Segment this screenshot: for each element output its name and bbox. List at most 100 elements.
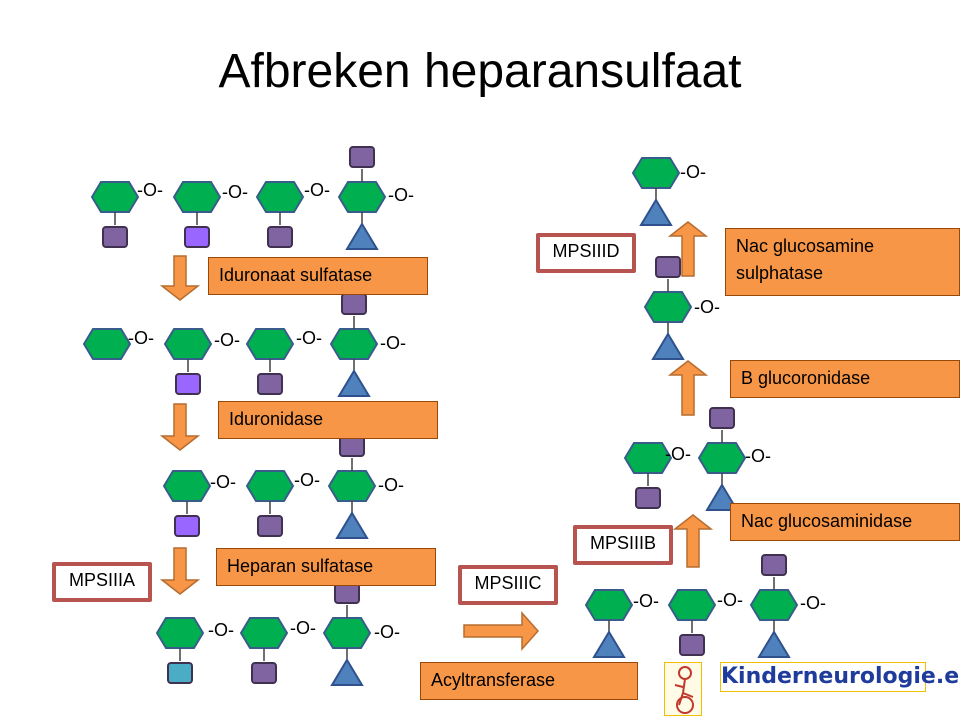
square-group-icon — [175, 373, 201, 395]
triangle-group-icon — [757, 630, 791, 658]
page-title: Afbreken heparansulfaat — [218, 45, 742, 98]
linkage-label: -O- — [378, 475, 404, 495]
linkage-label: -O- — [388, 185, 414, 205]
hexagon-sugar-icon — [172, 181, 222, 213]
enzyme-label: Acyltransferase — [431, 670, 556, 690]
triangle-group-icon — [330, 658, 364, 686]
square-group-icon — [184, 226, 210, 248]
linkage-label: -O- — [380, 333, 406, 353]
linkage-label: -O- — [296, 328, 322, 348]
disorder-mpsiiib: MPSIIIB — [573, 525, 673, 565]
enzyme-label: Nac glucosaminidase — [741, 511, 913, 531]
square-group-icon — [655, 256, 681, 278]
enzyme-box-nac-glucosaminidase: Nac glucosaminidase — [730, 503, 960, 541]
linkage-label: -O- — [137, 180, 163, 200]
enzyme-label: Heparan sulfatase — [227, 556, 374, 576]
square-group-icon — [174, 515, 200, 537]
enzyme-label-line2: sulphatase — [736, 263, 824, 283]
arrow-up-icon — [672, 514, 714, 568]
square-group-icon — [709, 407, 735, 429]
square-group-icon — [257, 515, 283, 537]
triangle-group-icon — [705, 483, 739, 511]
linkage-label: -O- — [210, 472, 236, 492]
linkage-label: -O- — [208, 620, 234, 640]
enzyme-box-iduronaat-sulfatase: Iduronaat sulfatase — [208, 257, 428, 295]
enzyme-box-iduronidase: Iduronidase — [218, 401, 438, 439]
square-group-icon — [251, 662, 277, 684]
disorder-mpsiiid: MPSIIID — [536, 233, 636, 273]
linkage-label: -O- — [374, 622, 400, 642]
linkage-label: -O- — [222, 182, 248, 202]
linkage-label: -O- — [745, 446, 771, 466]
hexagon-sugar-icon — [245, 328, 295, 360]
square-group-icon — [341, 293, 367, 315]
linkage-label: -O- — [800, 593, 826, 613]
square-group-icon — [102, 226, 128, 248]
square-group-icon — [257, 373, 283, 395]
hexagon-sugar-icon — [643, 291, 693, 323]
arrow-right-icon — [463, 611, 540, 651]
enzyme-label: Iduronaat sulfatase — [219, 265, 373, 285]
triangle-group-icon — [335, 511, 369, 539]
enzyme-box-nac-glucosamine-sulphatase: Nac glucosamine sulphatase — [725, 228, 960, 296]
enzyme-box-acyltransferase: Acyltransferase — [420, 662, 638, 700]
square-group-icon — [679, 634, 705, 656]
linkage-label: -O- — [290, 618, 316, 638]
square-group-icon — [334, 582, 360, 604]
hexagon-sugar-icon — [631, 157, 681, 189]
triangle-group-icon — [651, 332, 685, 360]
linkage-label: -O- — [633, 591, 659, 611]
arrow-down-icon — [159, 255, 201, 301]
linkage-label: -O- — [665, 444, 691, 464]
hexagon-sugar-icon — [163, 328, 213, 360]
logo-text: Kinderneurologie.eu — [720, 662, 960, 692]
hexagon-sugar-icon — [749, 589, 799, 621]
hexagon-sugar-icon — [329, 328, 379, 360]
square-group-icon — [267, 226, 293, 248]
hexagon-sugar-icon — [82, 328, 132, 360]
hexagon-sugar-icon — [255, 181, 305, 213]
hexagon-sugar-icon — [623, 442, 673, 474]
hexagon-sugar-icon — [667, 589, 717, 621]
enzyme-box-heparan-sulfatase: Heparan sulfatase — [216, 548, 436, 586]
linkage-label: -O- — [128, 328, 154, 348]
hexagon-sugar-icon — [162, 470, 212, 502]
hexagon-sugar-icon — [90, 181, 140, 213]
hexagon-sugar-icon — [697, 442, 747, 474]
triangle-group-icon — [345, 222, 379, 250]
hexagon-sugar-icon — [584, 589, 634, 621]
logo-figure-icon — [664, 662, 702, 716]
arrow-down-icon — [159, 403, 201, 451]
arrow-up-icon — [667, 360, 709, 416]
triangle-group-icon — [592, 630, 626, 658]
linkage-label: -O- — [694, 297, 720, 317]
enzyme-label-line1: Nac glucosamine — [736, 236, 875, 256]
linkage-label: -O- — [304, 180, 330, 200]
hexagon-sugar-icon — [322, 617, 372, 649]
hexagon-sugar-icon — [239, 617, 289, 649]
square-group-icon — [761, 554, 787, 576]
disorder-mpsiiic: MPSIIIC — [458, 565, 558, 605]
arrow-up-icon — [667, 221, 709, 277]
square-group-icon — [635, 487, 661, 509]
enzyme-label: Iduronidase — [229, 409, 324, 429]
arrow-down-icon — [159, 547, 201, 595]
linkage-label: -O- — [680, 162, 706, 182]
linkage-label: -O- — [294, 470, 320, 490]
hexagon-sugar-icon — [155, 617, 205, 649]
square-group-icon — [167, 662, 193, 684]
enzyme-box-b-glucoronidase: B glucoronidase — [730, 360, 960, 398]
linkage-label: -O- — [214, 330, 240, 350]
square-group-icon — [339, 435, 365, 457]
square-group-icon — [349, 146, 375, 168]
hexagon-sugar-icon — [245, 470, 295, 502]
wheelchair-child-icon — [674, 666, 694, 714]
disorder-mpsiiia: MPSIIIA — [52, 562, 152, 602]
hexagon-sugar-icon — [327, 470, 377, 502]
triangle-group-icon — [337, 369, 371, 397]
enzyme-label: B glucoronidase — [741, 368, 871, 388]
hexagon-sugar-icon — [337, 181, 387, 213]
triangle-group-icon — [639, 198, 673, 226]
linkage-label: -O- — [717, 590, 743, 610]
